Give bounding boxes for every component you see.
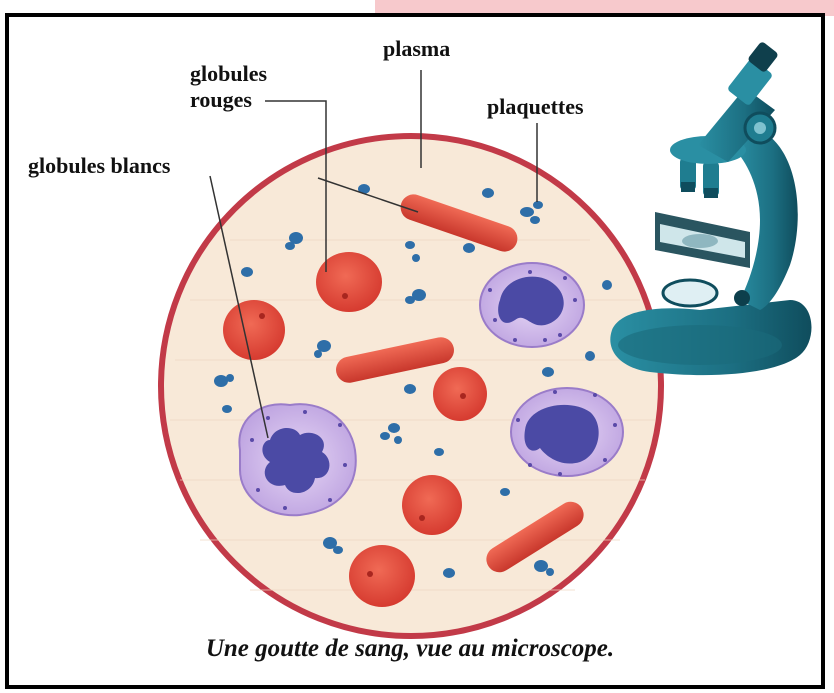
label-plaquettes: plaquettes [487,95,584,119]
figure-caption: Une goutte de sang, vue au microscope. [0,635,820,663]
label-globules-rouges-line1: globules [190,62,267,86]
label-globules-blancs: globules blancs [28,154,170,178]
microscope-icon [610,41,811,375]
label-globules-rouges-line2: rouges [190,88,252,112]
label-plasma: plasma [383,37,450,61]
white-cell-right [511,388,623,476]
white-cell-top-right [480,263,584,347]
white-cell-left [239,404,355,515]
